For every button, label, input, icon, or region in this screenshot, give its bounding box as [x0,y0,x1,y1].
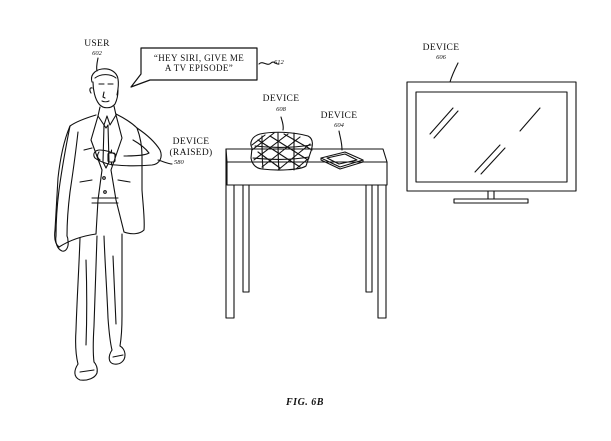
user-label: USER [84,39,110,49]
phone-ref-leader [338,130,343,151]
phone-label: DEVICE [320,111,358,121]
phone-device [320,151,364,170]
table [225,148,388,319]
speech-ref: 612 [274,59,284,66]
tv-label: DEVICE [422,43,460,53]
user-figure [54,68,162,381]
watch-ref-leader [157,159,173,165]
watch-label-line-2: (RAISED) [169,148,213,158]
phone-ref: 604 [334,122,344,129]
user-ref-leader [96,57,99,72]
figure-caption: FIG. 6B [286,397,324,408]
speaker-device [250,131,313,171]
tv-ref: 606 [436,54,446,61]
speaker-label: DEVICE [262,94,300,104]
tv-ref-leader [449,62,459,83]
tv-device [406,81,577,204]
speech-ref-leader [258,61,280,65]
watch-label-line-1: DEVICE [172,137,210,147]
speech-bubble [130,47,258,88]
speech-text: “HEY SIRI, GIVE ME A TV EPISODE” [143,53,255,74]
watch-ref: 580 [174,159,184,166]
speaker-ref: 608 [276,106,286,113]
user-ref: 602 [92,50,102,57]
speaker-ref-leader [280,116,284,131]
speech-line-1: “HEY SIRI, GIVE ME [153,53,245,63]
speech-line-2: A TV EPISODE” [164,63,234,74]
